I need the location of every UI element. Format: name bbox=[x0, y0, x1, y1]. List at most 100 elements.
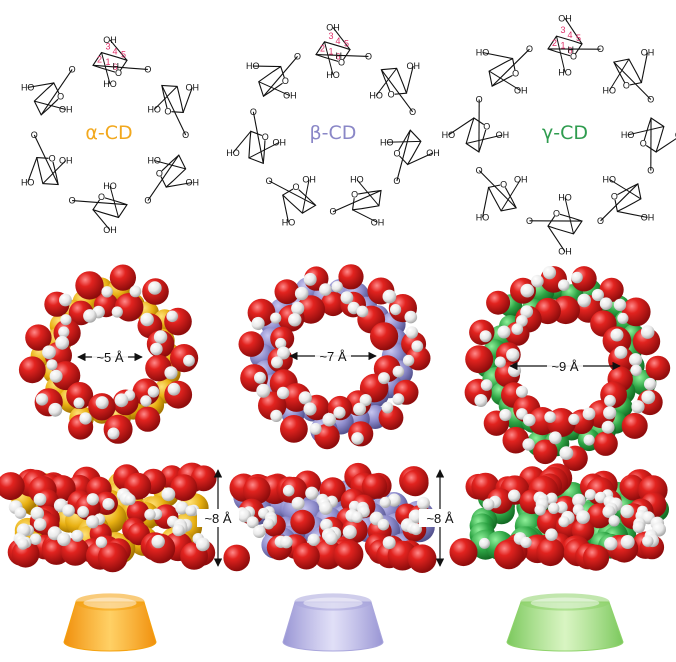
svg-text:O: O bbox=[647, 94, 654, 104]
atom-sphere bbox=[361, 473, 388, 499]
atom-number-label: 3 bbox=[329, 31, 334, 41]
atom-sphere bbox=[520, 283, 535, 298]
svg-text:H: H bbox=[568, 45, 575, 55]
atom-sphere bbox=[603, 406, 617, 420]
svg-text:OH: OH bbox=[302, 175, 316, 185]
svg-text:O: O bbox=[394, 148, 401, 158]
atom-sphere bbox=[351, 432, 364, 445]
atom-sphere bbox=[46, 359, 58, 371]
atom-sphere bbox=[223, 544, 250, 572]
atom-sphere bbox=[303, 272, 317, 286]
atom-sphere bbox=[313, 539, 343, 570]
svg-text:O: O bbox=[500, 179, 507, 189]
atom-sphere bbox=[577, 293, 591, 308]
atom-sphere bbox=[474, 394, 488, 407]
atom-sphere bbox=[558, 279, 570, 292]
atom-sphere bbox=[95, 536, 108, 548]
atom-sphere bbox=[333, 540, 363, 570]
cone-cavity bbox=[303, 597, 363, 609]
svg-text:O: O bbox=[250, 107, 257, 117]
atom-sphere bbox=[185, 505, 197, 517]
atom-sphere bbox=[465, 345, 494, 374]
atom-number-label: 3 bbox=[561, 25, 566, 35]
atom-sphere bbox=[309, 422, 322, 435]
top-view-row: ~5 Å ~7 Å ~9 Å bbox=[18, 264, 671, 471]
atom-sphere bbox=[640, 325, 655, 339]
atom-sphere bbox=[381, 401, 394, 414]
svg-text:O: O bbox=[597, 216, 604, 226]
svg-text:HO: HO bbox=[476, 212, 490, 222]
atom-sphere bbox=[642, 535, 654, 547]
atom-sphere bbox=[405, 326, 419, 339]
atom-sphere bbox=[190, 465, 217, 492]
atom-sphere bbox=[533, 439, 558, 465]
atom-sphere bbox=[14, 507, 27, 519]
atom-sphere bbox=[114, 393, 129, 408]
atom-sphere bbox=[402, 354, 415, 367]
svg-text:HO: HO bbox=[350, 175, 364, 185]
svg-text:O: O bbox=[483, 122, 490, 132]
atom-sphere bbox=[558, 516, 570, 528]
svg-text:HO: HO bbox=[282, 217, 296, 227]
svg-text:O: O bbox=[69, 64, 76, 74]
atom-sphere bbox=[124, 472, 152, 500]
atom-sphere bbox=[58, 326, 70, 338]
svg-text:OH: OH bbox=[426, 148, 440, 158]
atom-sphere bbox=[86, 515, 100, 529]
svg-text:O: O bbox=[526, 216, 533, 226]
atom-sphere bbox=[305, 486, 319, 500]
atom-sphere bbox=[351, 511, 363, 523]
atom-sphere bbox=[594, 491, 607, 504]
atom-sphere bbox=[57, 532, 71, 547]
atom-sphere bbox=[164, 307, 192, 336]
atom-sphere bbox=[548, 502, 560, 514]
atom-sphere bbox=[66, 382, 94, 409]
atom-sphere bbox=[49, 369, 63, 383]
height-label-alpha: ~8 Å bbox=[204, 511, 231, 526]
cavity-label-gamma: ~9 Å bbox=[551, 359, 578, 374]
svg-text:OH: OH bbox=[514, 86, 528, 96]
svg-text:O: O bbox=[266, 176, 273, 186]
atom-sphere bbox=[356, 305, 369, 318]
side-view-beta bbox=[223, 462, 437, 573]
svg-text:OH: OH bbox=[558, 13, 572, 23]
svg-text:O: O bbox=[156, 168, 163, 178]
atom-sphere bbox=[392, 393, 405, 406]
svg-text:OH: OH bbox=[371, 217, 385, 227]
atom-sphere bbox=[140, 312, 154, 327]
atom-sphere bbox=[338, 264, 364, 290]
svg-text:HO: HO bbox=[380, 137, 394, 147]
atom-sphere bbox=[320, 291, 346, 317]
atom-sphere bbox=[33, 493, 47, 506]
svg-text:HO: HO bbox=[603, 86, 617, 96]
atom-sphere bbox=[263, 518, 275, 530]
atom-sphere bbox=[494, 539, 524, 570]
svg-text:O: O bbox=[611, 191, 618, 201]
atom-sphere bbox=[502, 426, 530, 454]
svg-text:O: O bbox=[526, 44, 533, 54]
svg-text:O: O bbox=[49, 154, 56, 164]
atom-sphere bbox=[111, 306, 123, 318]
atom-sphere bbox=[109, 264, 136, 291]
atom-sphere bbox=[97, 542, 128, 573]
atom-sphere bbox=[353, 402, 367, 416]
atom-sphere bbox=[151, 534, 165, 549]
atom-sphere bbox=[79, 412, 92, 425]
atom-sphere bbox=[387, 493, 401, 507]
atom-sphere bbox=[280, 535, 293, 549]
atom-sphere bbox=[140, 395, 152, 407]
atom-sphere bbox=[25, 324, 52, 351]
atom-sphere bbox=[620, 535, 635, 549]
atom-sphere bbox=[632, 521, 645, 534]
atom-sphere bbox=[51, 361, 81, 391]
svg-text:HO: HO bbox=[103, 181, 117, 191]
atom-sphere bbox=[568, 413, 580, 425]
cone-body bbox=[282, 601, 384, 652]
svg-text:O: O bbox=[31, 130, 38, 140]
atom-sphere bbox=[404, 310, 418, 324]
cone-beta bbox=[282, 593, 384, 652]
